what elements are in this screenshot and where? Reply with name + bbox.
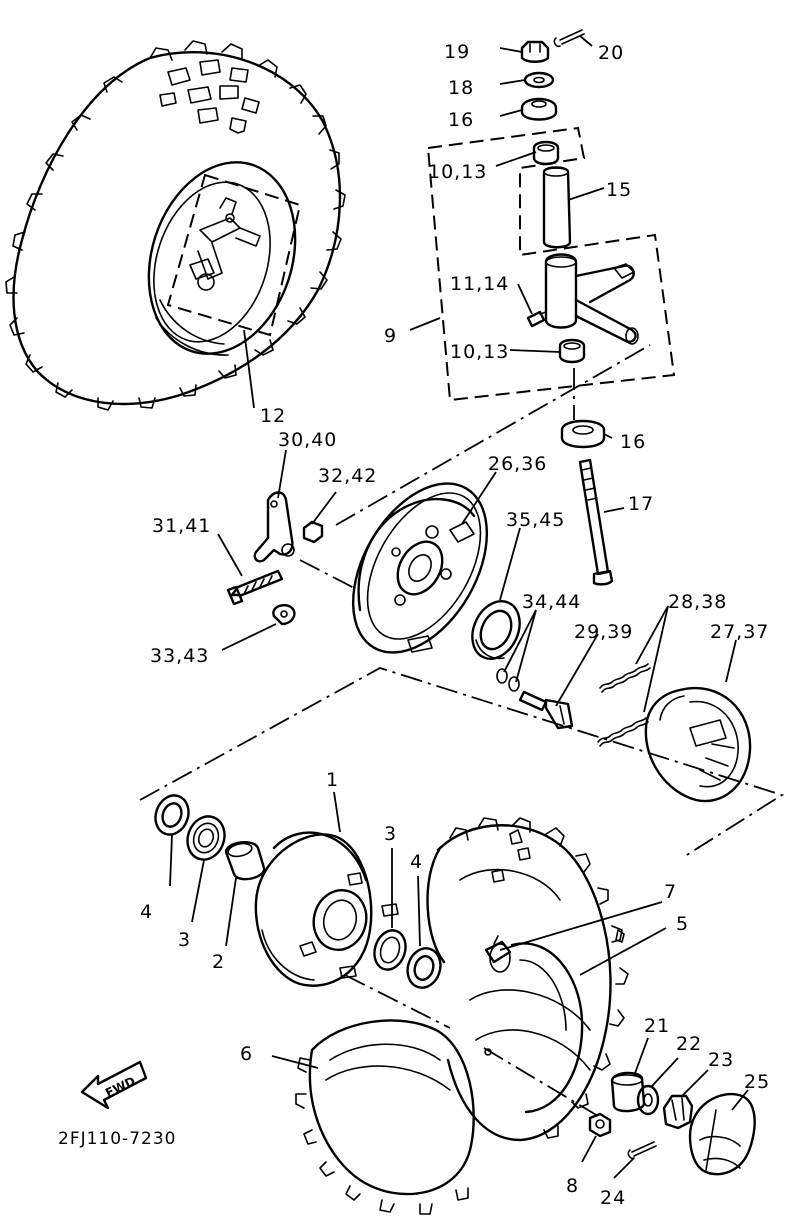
- hub-and-wheel-illustration: [154, 794, 756, 1215]
- label-1: 1: [326, 769, 339, 791]
- forward-direction-badge: FWD: [80, 1060, 148, 1110]
- label-30-40: 30,40: [278, 429, 337, 451]
- label-12: 12: [260, 405, 286, 427]
- label-35-45: 35,45: [506, 509, 565, 531]
- label-6: 6: [240, 1043, 253, 1065]
- label-23: 23: [708, 1049, 734, 1071]
- label-25: 25: [744, 1071, 770, 1093]
- label-20: 20: [598, 42, 624, 64]
- label-18: 18: [448, 77, 474, 99]
- knuckle-assembly-illustration: [426, 29, 676, 586]
- label-19: 19: [444, 41, 470, 63]
- label-33-43: 33,43: [150, 645, 209, 667]
- label-17: 17: [628, 493, 654, 515]
- label-24: 24: [600, 1187, 626, 1209]
- label-28-38: 28,38: [668, 591, 727, 613]
- label-31-41: 31,41: [152, 515, 211, 537]
- label-29-39: 29,39: [574, 621, 633, 643]
- label-4-left: 4: [140, 901, 153, 923]
- label-16-lower: 16: [620, 431, 646, 453]
- label-2: 2: [212, 951, 225, 973]
- brake-assembly-illustration: [226, 344, 752, 803]
- leader-lines: [169, 35, 749, 1179]
- label-27-37: 27,37: [710, 621, 769, 643]
- label-3-left: 3: [178, 929, 191, 951]
- label-3-right: 3: [384, 823, 397, 845]
- label-26-36: 26,36: [488, 453, 547, 475]
- label-10-13-upper: 10,13: [428, 161, 487, 183]
- hub-group-outline: [139, 667, 785, 859]
- label-4-right: 4: [410, 851, 423, 873]
- label-32-42: 32,42: [318, 465, 377, 487]
- label-9: 9: [384, 325, 397, 347]
- callout-labels: 19 20 18 16 10,13 15 11,14 9 10,13 16 12…: [140, 41, 770, 1209]
- label-15: 15: [606, 179, 632, 201]
- label-21: 21: [644, 1015, 670, 1037]
- assembled-wheel-illustration: [5, 40, 346, 411]
- label-5: 5: [676, 913, 689, 935]
- label-7: 7: [664, 881, 677, 903]
- label-8: 8: [566, 1175, 579, 1197]
- label-34-44: 34,44: [522, 591, 581, 613]
- drawing-code: 2FJ110-7230: [58, 1129, 176, 1149]
- label-11-14: 11,14: [450, 273, 509, 295]
- label-22: 22: [676, 1033, 702, 1055]
- label-10-13-lower: 10,13: [450, 341, 509, 363]
- label-16-top: 16: [448, 109, 474, 131]
